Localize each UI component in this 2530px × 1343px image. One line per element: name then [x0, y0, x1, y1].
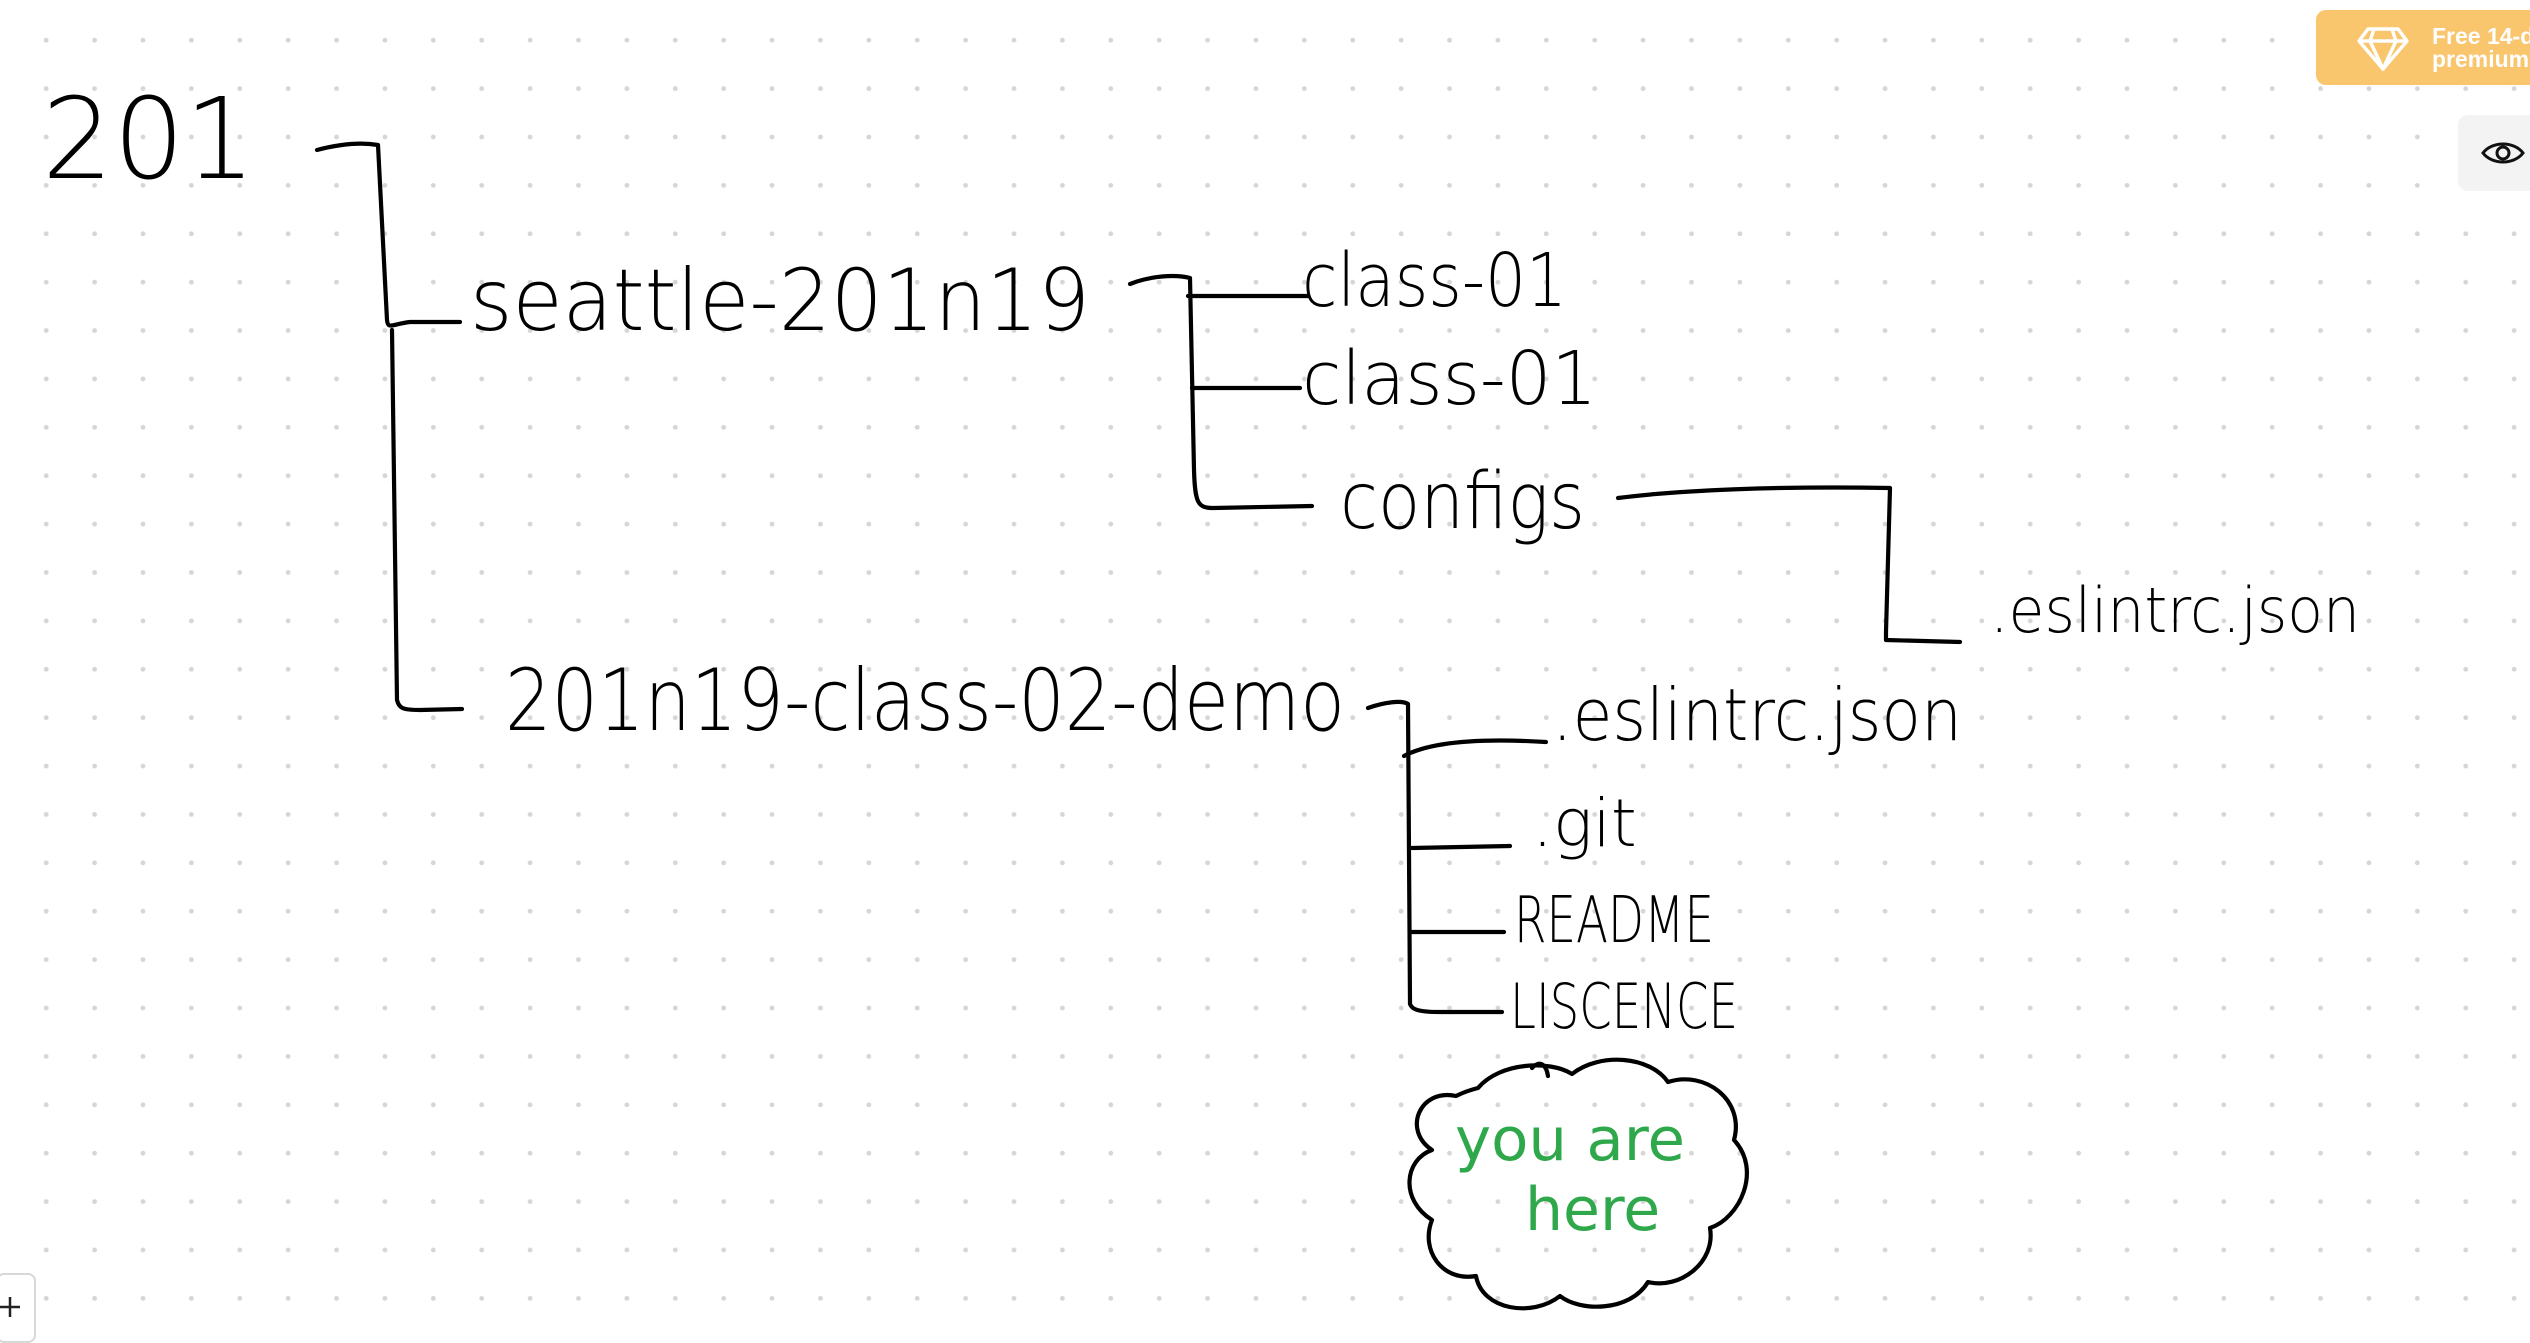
demo-git-label: .git [1532, 785, 1637, 862]
branch-seattle-connector [1127, 273, 1315, 511]
class-01-label-b: class-01 [1302, 336, 1597, 422]
eye-icon [2481, 142, 2525, 164]
configs-label: configs [1340, 457, 1585, 547]
configs-connector [1615, 485, 1963, 645]
premium-button-text: Free 14-d premium [2432, 22, 2530, 72]
demo-readme-label: README [1514, 884, 1714, 958]
class-01-label-a: class-01 [1302, 238, 1567, 324]
free-trial-premium-button[interactable]: Free 14-d premium [2316, 10, 2530, 85]
cloud-tuft [1529, 1061, 1551, 1079]
you-are-here-cloud [1407, 1057, 1749, 1311]
plus-icon [0, 1297, 20, 1317]
view-mode-button[interactable] [2458, 115, 2530, 191]
branch-seattle-label: seattle-201n19 [470, 251, 1090, 351]
cloud-text-line-2: here [1525, 1175, 1660, 1245]
root-connector [314, 141, 463, 328]
branch-demo-tick-2 [1409, 843, 1513, 851]
premium-line-2: premium [2432, 45, 2530, 72]
branch-demo-connector [1365, 699, 1505, 1015]
configs-eslintrc-label: .eslintrc.json [1990, 574, 2360, 647]
root-folder-label: 201 [42, 75, 256, 205]
branch-demo-label: 201n19-class-02-demo [505, 651, 1345, 751]
demo-eslintrc-label: .eslintrc.json [1552, 673, 1962, 757]
cloud-text-line-1: you are [1455, 1105, 1685, 1175]
zoom-in-button[interactable] [0, 1273, 36, 1343]
branch-demo-tick-1 [1401, 738, 1549, 759]
root-trunk [389, 327, 465, 713]
diamond-icon [2357, 26, 2409, 71]
premium-line-1: Free 14-d [2432, 22, 2530, 49]
demo-liscence-label: LISCENCE [1510, 970, 1738, 1043]
